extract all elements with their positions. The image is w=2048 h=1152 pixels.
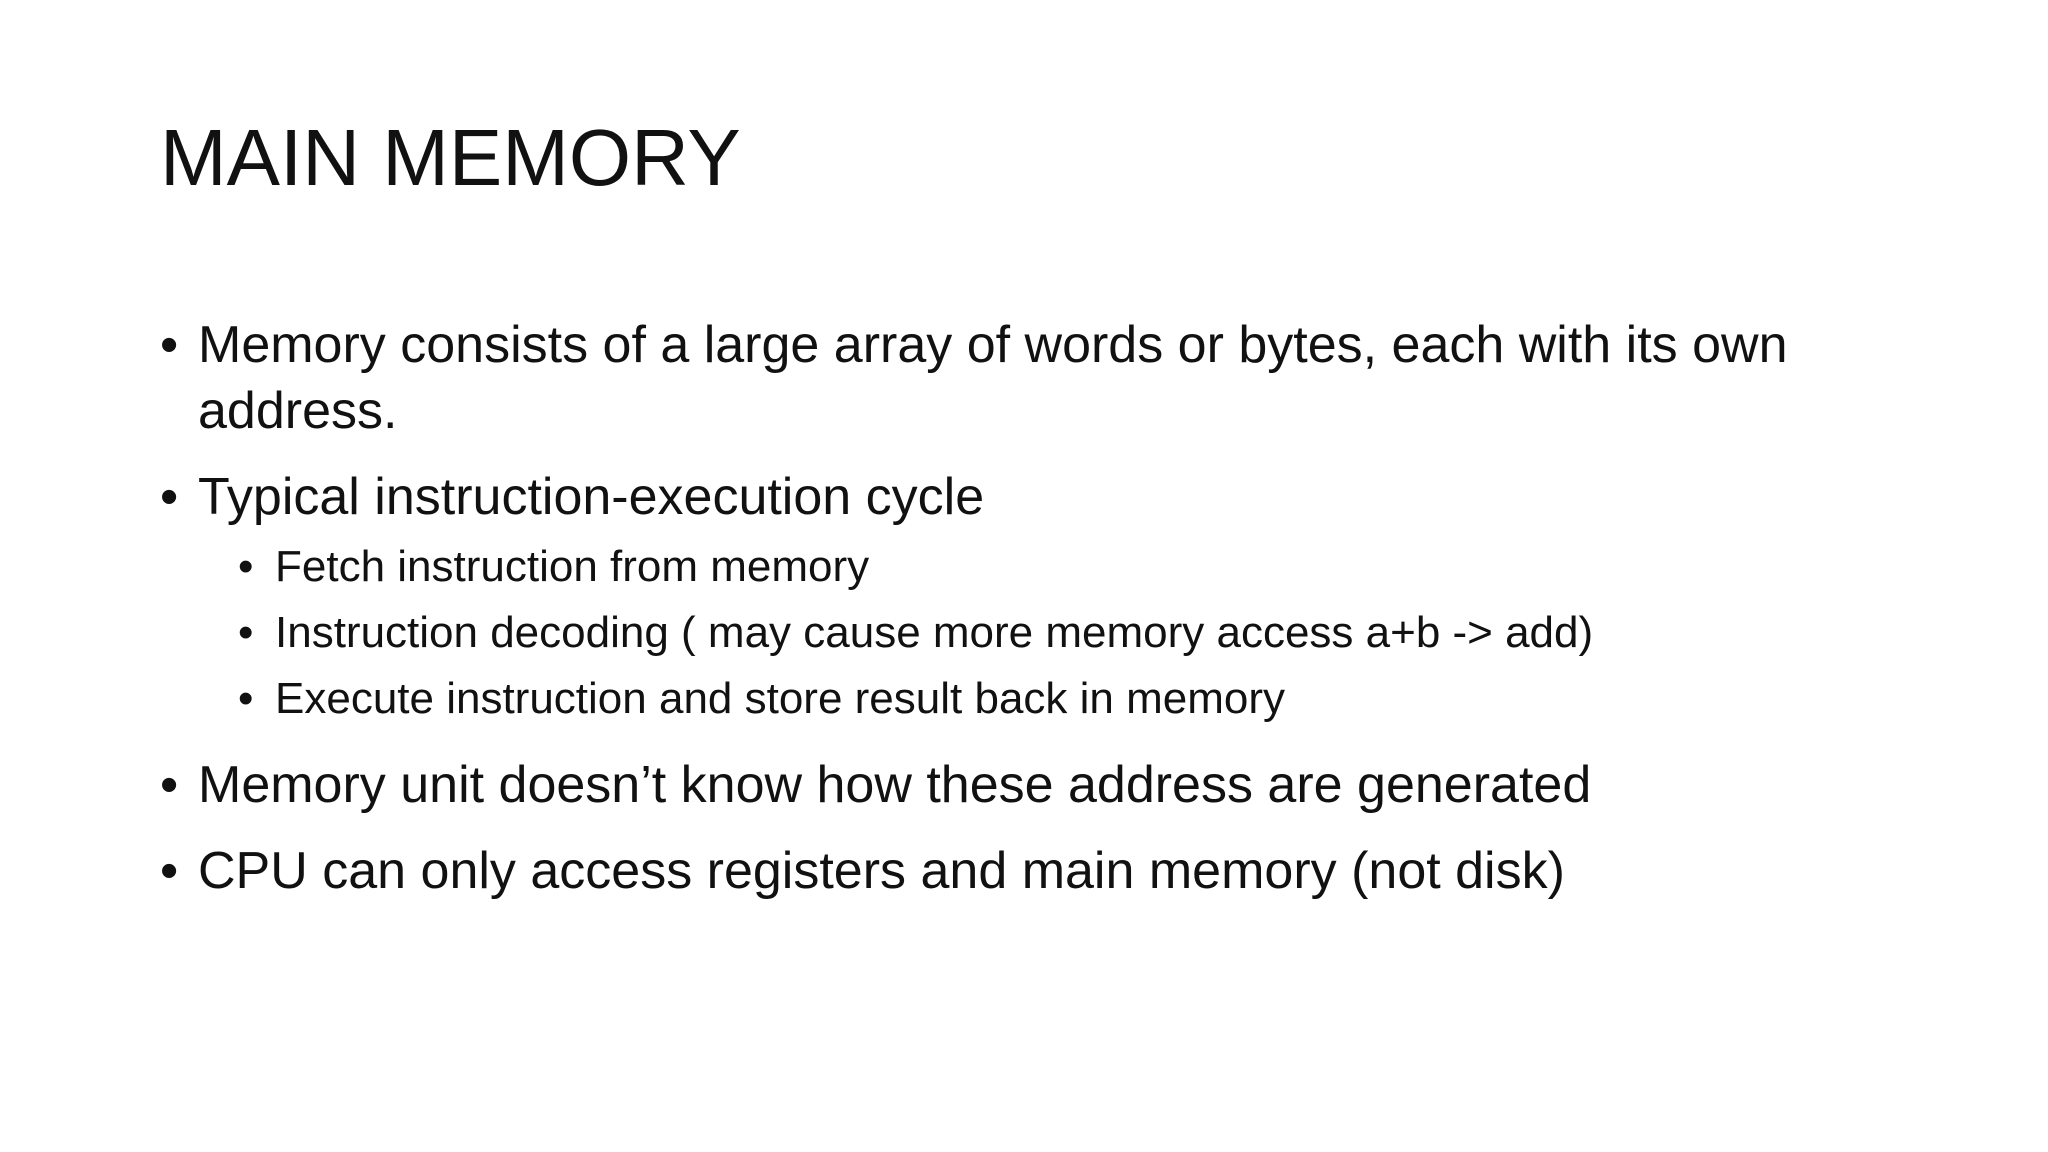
sub-bullet-icon: • — [238, 608, 254, 657]
bullet-icon: • — [160, 468, 179, 526]
bullet-icon: • — [160, 316, 179, 374]
bullet-text: Memory consists of a large array of word… — [198, 316, 1788, 440]
slide-title: MAIN MEMORY — [160, 113, 741, 202]
sub-bullet-item: • Instruction decoding ( may cause more … — [160, 600, 1920, 666]
bullet-text: CPU can only access registers and main m… — [198, 842, 1565, 900]
sub-bullet-icon: • — [238, 542, 254, 591]
sub-bullet-text: Execute instruction and store result bac… — [275, 674, 1286, 723]
sub-bullet-text: Fetch instruction from memory — [275, 542, 870, 591]
bullet-text: Typical instruction-execution cycle — [198, 468, 985, 526]
sub-bullet-list: • Fetch instruction from memory • Instru… — [160, 534, 1920, 732]
bullet-item: • Typical instruction-execution cycle • … — [160, 464, 1920, 732]
bullet-item: • Memory unit doesn’t know how these add… — [160, 752, 1920, 818]
sub-bullet-text: Instruction decoding ( may cause more me… — [275, 608, 1594, 657]
bullet-text: Memory unit doesn’t know how these addre… — [198, 756, 1592, 814]
bullet-list: • Memory consists of a large array of wo… — [160, 312, 1920, 904]
bullet-icon: • — [160, 842, 179, 900]
bullet-item: • Memory consists of a large array of wo… — [160, 312, 1920, 444]
bullet-item: • CPU can only access registers and main… — [160, 838, 1920, 904]
sub-bullet-icon: • — [238, 674, 254, 723]
bullet-icon: • — [160, 756, 179, 814]
sub-bullet-item: • Execute instruction and store result b… — [160, 666, 1920, 732]
sub-bullet-item: • Fetch instruction from memory — [160, 534, 1920, 600]
